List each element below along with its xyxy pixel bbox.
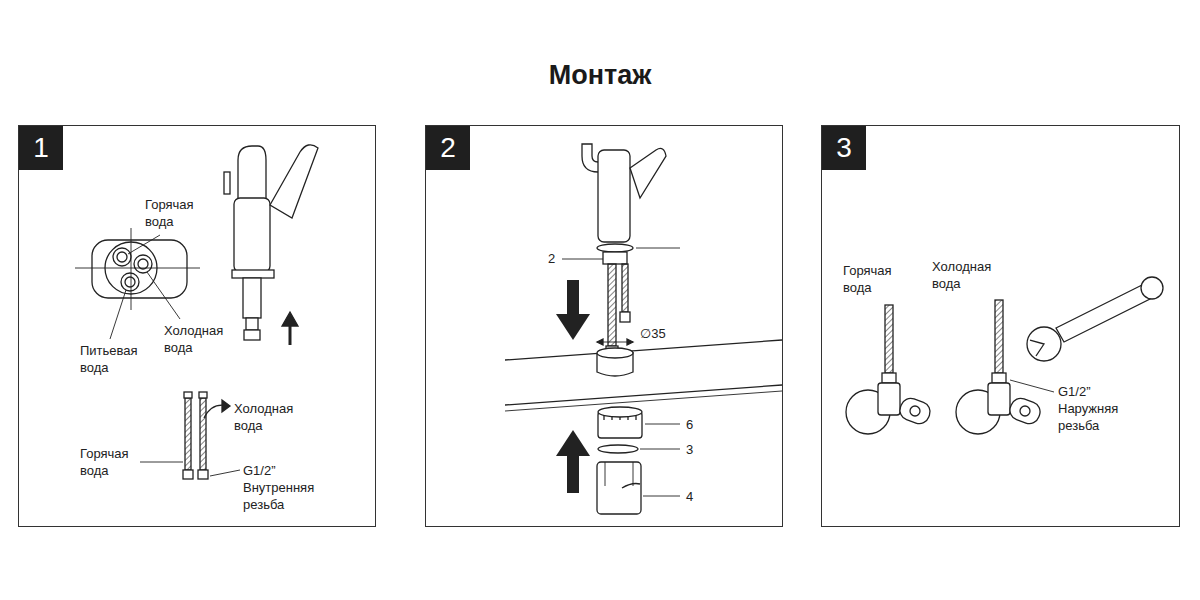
part-label: 6 <box>686 416 693 433</box>
part-label: 2 <box>548 250 555 267</box>
part-label: Горячая вода <box>843 262 892 296</box>
countertop <box>505 339 782 411</box>
part-label: Холодная вода <box>164 322 223 356</box>
leader-line <box>640 424 680 496</box>
faucet-figure <box>224 145 318 340</box>
step-panel: 2 <box>425 125 783 527</box>
part-label: 3 <box>686 441 693 458</box>
step-panel: 3 <box>821 125 1180 527</box>
leader-line <box>1010 380 1054 392</box>
down-arrow <box>556 280 590 340</box>
part-label: Горячая вода <box>145 196 194 230</box>
part-label: Горячая вода <box>80 445 129 479</box>
up-arrow <box>556 430 590 493</box>
step-number: 1 <box>19 126 63 170</box>
valve-figure <box>846 300 1043 434</box>
hose-pair <box>183 392 230 479</box>
leader-line <box>562 248 680 259</box>
wrench <box>1027 277 1163 361</box>
hole-view <box>75 228 200 310</box>
part-label: Холодная вода <box>932 258 991 292</box>
part-label: 4 <box>686 488 693 505</box>
part-label: ∅35 <box>640 325 666 342</box>
step-number: 2 <box>426 126 470 170</box>
part-label: G1/2” Внутренняя резьба <box>243 462 314 513</box>
faucet-figure <box>582 144 666 354</box>
page-title: Монтаж <box>0 60 1200 91</box>
step-number: 3 <box>822 126 866 170</box>
part-label: Питьевая вода <box>80 342 138 376</box>
mounting-parts <box>597 407 642 514</box>
up-arrow <box>282 312 298 326</box>
part-label: Холодная вода <box>234 400 293 434</box>
up-arrow <box>289 326 292 345</box>
part-label: G1/2” Наружняя резьба <box>1058 383 1118 434</box>
leader-line <box>140 462 240 476</box>
